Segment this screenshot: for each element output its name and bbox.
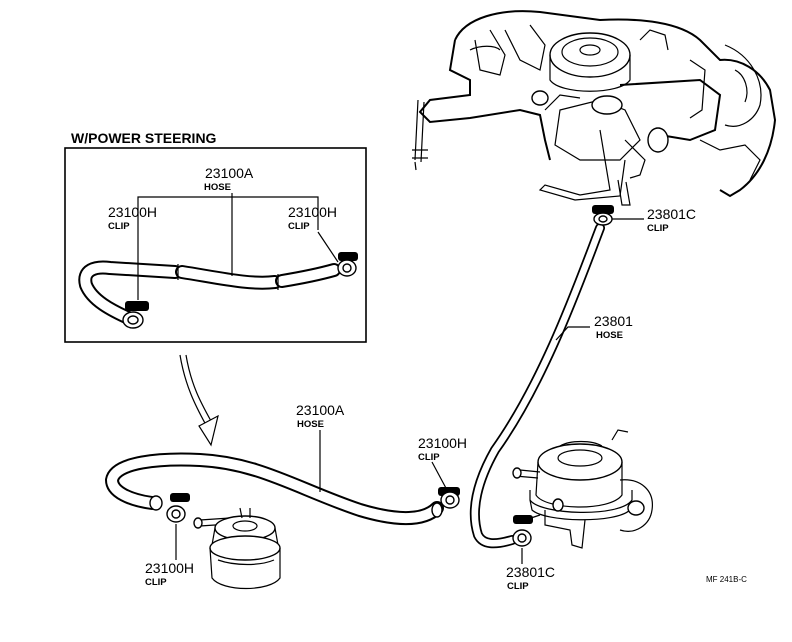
fuel-filter-icon [193,507,281,590]
inset-clip-left-label: 23100H CLIP [108,204,157,232]
hose-clip-icon [512,515,533,547]
inset-clip-right-label: 23100H CLIP [288,204,337,232]
lower-hose [105,452,444,525]
part-name: CLIP [108,221,130,232]
clip-top-label: 23801C CLIP [647,206,696,234]
clip-bottom-left-label: 23100H CLIP [145,560,194,588]
hose-clip-icon [166,493,190,523]
inset-title: W/POWER STEERING [71,130,217,146]
part-name: HOSE [204,182,231,193]
reference-code: MF 241B-C [706,575,747,584]
hose-clip-icon [122,301,149,329]
fuel-pump-icon [512,429,653,549]
inset-hose-label: 23100A HOSE [204,165,254,193]
part-number: 23100H [108,204,157,220]
clip-bottom-right-label: 23801C CLIP [506,564,555,592]
part-number: 23801C [506,564,555,580]
part-name: CLIP [647,223,669,234]
hose-lower-label: 23100A HOSE [296,402,345,430]
inset-panel [64,147,367,343]
part-number: 23100H [145,560,194,576]
inset-leaders [137,193,339,300]
part-number: 23801 [594,313,633,329]
part-name: HOSE [297,419,324,430]
part-name: CLIP [145,577,167,588]
part-name: HOSE [596,330,623,341]
part-name: CLIP [418,452,440,463]
inset-hose [78,260,341,327]
hose-clip-icon [438,487,460,509]
carburetor-icon [412,10,777,206]
part-number: 23100A [296,402,345,418]
part-name: CLIP [507,581,529,592]
part-number: 23100A [205,165,254,181]
hose-clip-icon [592,205,614,226]
clip-middle-label: 23100H CLIP [418,435,467,463]
leader-lines [175,218,644,564]
hose-right-label: 23801 HOSE [594,313,633,341]
down-arrow-icon [179,354,219,447]
part-number: 23100H [418,435,467,451]
part-name: CLIP [288,221,310,232]
part-number: 23100H [288,204,337,220]
hose-clip-icon [337,252,358,277]
part-number: 23801C [647,206,696,222]
right-hose [469,223,605,549]
